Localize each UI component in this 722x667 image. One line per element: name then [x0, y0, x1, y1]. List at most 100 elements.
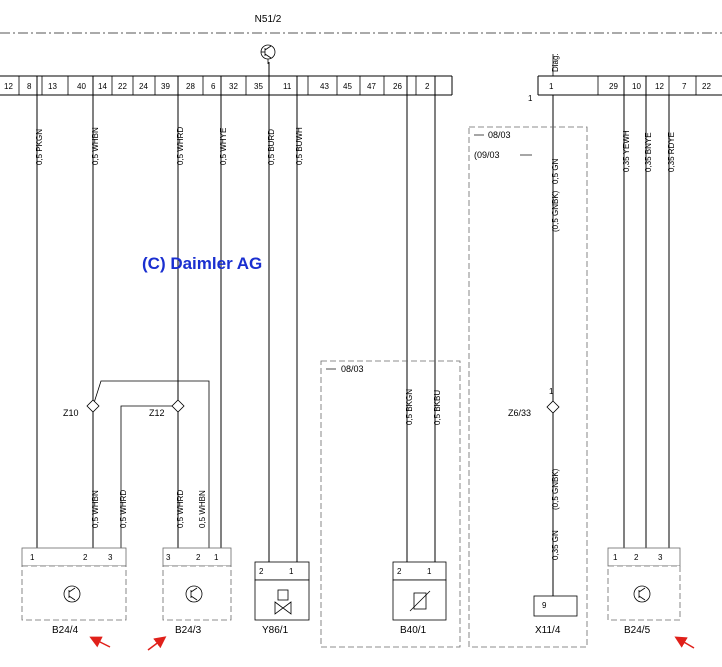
wire-label: 0,5 BUWH [295, 127, 304, 165]
module-label: N51/2 [255, 14, 282, 25]
top-pin: 8 [27, 82, 32, 91]
wire-label: 0,35 RDYE [667, 132, 676, 172]
top-pin: 10 [632, 82, 641, 91]
top-pin: 14 [98, 82, 107, 91]
wire-label: 0,5 WHBN [91, 490, 100, 528]
wire-label: 0,5 GN [551, 158, 560, 184]
top-connector-left [0, 75, 453, 96]
variant-label: 08/03 [341, 364, 364, 374]
wire-label: 0,35 BNYE [644, 132, 653, 172]
top-pin: 45 [343, 82, 352, 91]
top-pin: 32 [229, 82, 238, 91]
top-pin: 39 [161, 82, 170, 91]
svg-text:1: 1 [613, 553, 618, 562]
junction-label: Z12 [149, 408, 165, 418]
variant-box-0803-b40 [320, 360, 461, 648]
top-pin: 26 [393, 82, 402, 91]
variant-box-0803-diag [468, 126, 588, 648]
wire-label: 0,5 WHBN [91, 127, 100, 165]
component-b24-3: 3 2 1 B24/3 [162, 547, 232, 636]
sensor-transistor-icon [63, 585, 81, 603]
top-pin: 6 [211, 82, 216, 91]
top-pin: 1 [528, 94, 533, 103]
top-pin: 24 [139, 82, 148, 91]
top-pin-labels: 12 8 13 40 14 22 24 39 28 6 32 35 11 43 … [4, 82, 711, 103]
solenoid-valve-icon [274, 589, 292, 615]
wire-label: 0,5 WHRD [176, 490, 185, 528]
top-pin: 47 [367, 82, 376, 91]
component-b24-5: 1 2 3 B24/5 [607, 547, 681, 636]
wire-label: 0,5 BKGN [405, 389, 414, 425]
variant-label: (09/03 [474, 150, 500, 160]
wire-label: 0,5 WHYE [219, 128, 228, 165]
svg-text:1: 1 [214, 553, 219, 562]
diag-label: Diag. [551, 53, 560, 72]
red-arrow-icon [674, 636, 695, 649]
top-pin: 13 [48, 82, 57, 91]
svg-text:1: 1 [289, 567, 294, 576]
component-label: B24/5 [624, 625, 651, 636]
copyright-label: (C) Daimler AG [142, 254, 262, 273]
svg-text:2: 2 [196, 553, 201, 562]
top-pin: 2 [425, 82, 430, 91]
component-label: B24/4 [52, 625, 79, 636]
svg-text:1: 1 [427, 567, 432, 576]
wire-label: 0,5 WHRD [119, 490, 128, 528]
svg-text:3: 3 [166, 553, 171, 562]
control-unit-transistor-icon [260, 44, 276, 64]
wire-label: 0,35 YEWH [622, 130, 631, 172]
component-y86-1: 2 1 Y86/1 [254, 561, 310, 636]
top-connector-right [537, 75, 722, 96]
component-label: B24/3 [175, 625, 202, 636]
junction-z12: Z12 [149, 399, 185, 418]
wire-label: (0,5 GNBK) [551, 468, 560, 510]
top-pin: 22 [118, 82, 127, 91]
top-pin: 7 [682, 82, 687, 91]
top-pin: 28 [186, 82, 195, 91]
junction-pin: 1 [549, 387, 554, 396]
junction-z10: Z10 [63, 399, 100, 418]
top-pin: 29 [609, 82, 618, 91]
top-pin-ticks [18, 76, 697, 95]
svg-text:1: 1 [30, 553, 35, 562]
wire-labels: 0,5 PKGN 0,5 WHBN 0,5 WHRD 0,5 WHYE 0,5 … [35, 127, 676, 560]
sensor-transistor-icon [633, 585, 651, 603]
svg-text:2: 2 [259, 567, 264, 576]
top-pin: 43 [320, 82, 329, 91]
top-pin: 12 [4, 82, 13, 91]
sensor-transistor-icon [185, 585, 203, 603]
wire-lines [36, 62, 670, 598]
top-pin: 22 [702, 82, 711, 91]
variant-label: 08/03 [488, 130, 511, 140]
component-label: Y86/1 [262, 625, 289, 636]
wire-label: 0,5 PKGN [35, 129, 44, 165]
svg-text:9: 9 [542, 601, 547, 610]
temperature-sensor-icon [409, 590, 431, 612]
component-x11-4: 9 X11/4 [533, 595, 578, 636]
component-b24-4: 1 2 3 B24/4 [21, 547, 127, 636]
top-pin: 35 [254, 82, 263, 91]
wire-label: 0,5 BKBU [433, 390, 442, 425]
svg-text:2: 2 [397, 567, 402, 576]
wire-label: (0,5 GNBK) [551, 190, 560, 232]
wire-label: 0,5 BURD [267, 129, 276, 165]
top-pin: 1 [549, 82, 554, 91]
component-label: B40/1 [400, 625, 427, 636]
junction-z6-33: Z6/33 1 [508, 387, 560, 418]
wire-label: 0,5 WHBN [198, 490, 207, 528]
top-pin: 12 [655, 82, 664, 91]
red-arrow-icon [147, 636, 167, 651]
svg-text:2: 2 [634, 553, 639, 562]
top-pin: 40 [77, 82, 86, 91]
component-b40-1: 2 1 B40/1 [392, 561, 447, 636]
svg-text:3: 3 [108, 553, 113, 562]
junction-label: Z6/33 [508, 408, 531, 418]
wire-label: 0,5 WHRD [176, 127, 185, 165]
top-pin: 11 [283, 82, 292, 91]
red-arrow-icon [89, 636, 111, 648]
svg-text:3: 3 [658, 553, 663, 562]
component-label: X11/4 [535, 625, 561, 636]
junction-label: Z10 [63, 408, 79, 418]
annotation-arrows [89, 636, 695, 651]
